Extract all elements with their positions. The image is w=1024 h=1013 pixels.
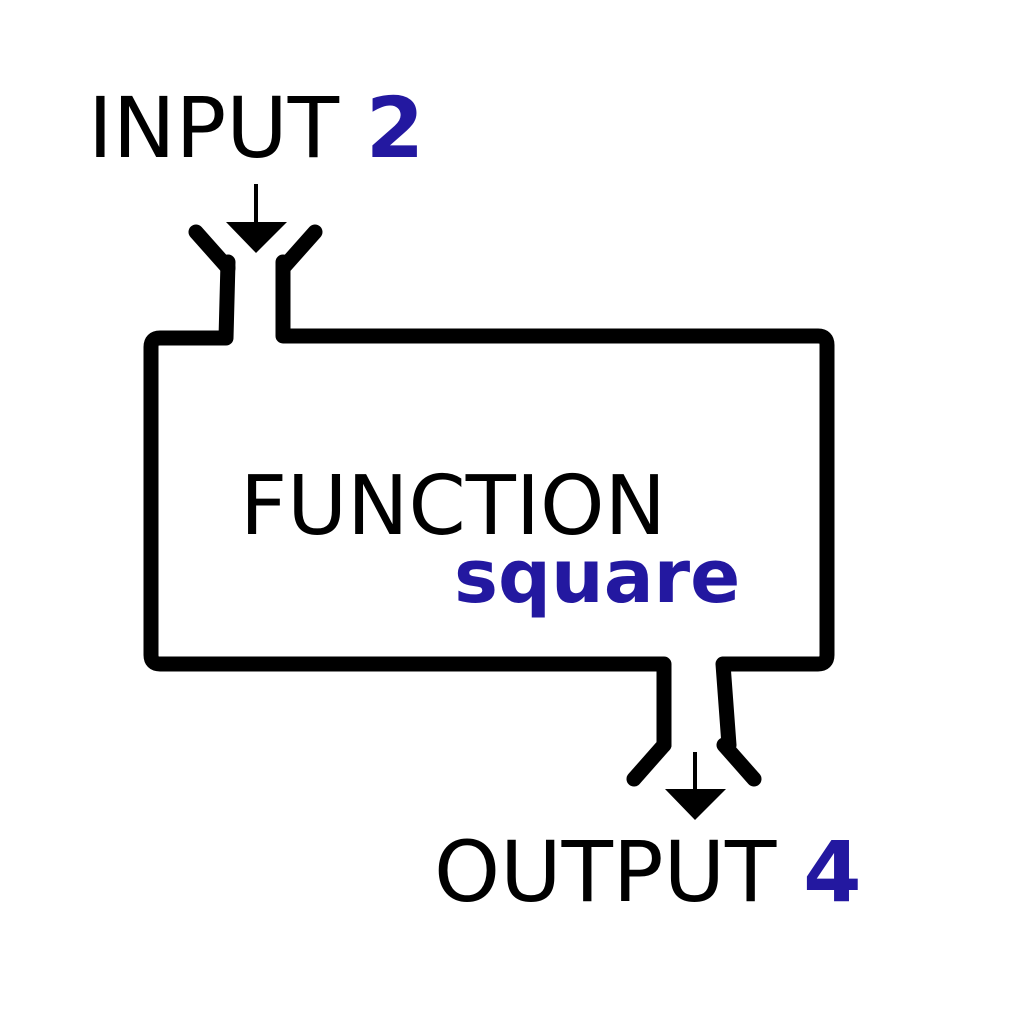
output-value: 4 [803, 823, 862, 921]
output-funnel-left [626, 737, 672, 787]
output-funnel-right [716, 737, 762, 787]
output-arrow-head [665, 789, 726, 820]
input-funnel-right [275, 224, 323, 276]
function-name: square [454, 534, 741, 620]
input-word: INPUT [88, 79, 340, 177]
input-arrow-head [226, 222, 287, 253]
input-funnel-left [188, 224, 236, 276]
machine-body-outline [143, 254, 835, 753]
output-label: OUTPUT 4 [434, 830, 862, 914]
input-label: INPUT 2 [88, 86, 424, 170]
input-value: 2 [365, 79, 425, 177]
output-word: OUTPUT [434, 823, 777, 921]
function-title: FUNCTION [240, 459, 666, 554]
